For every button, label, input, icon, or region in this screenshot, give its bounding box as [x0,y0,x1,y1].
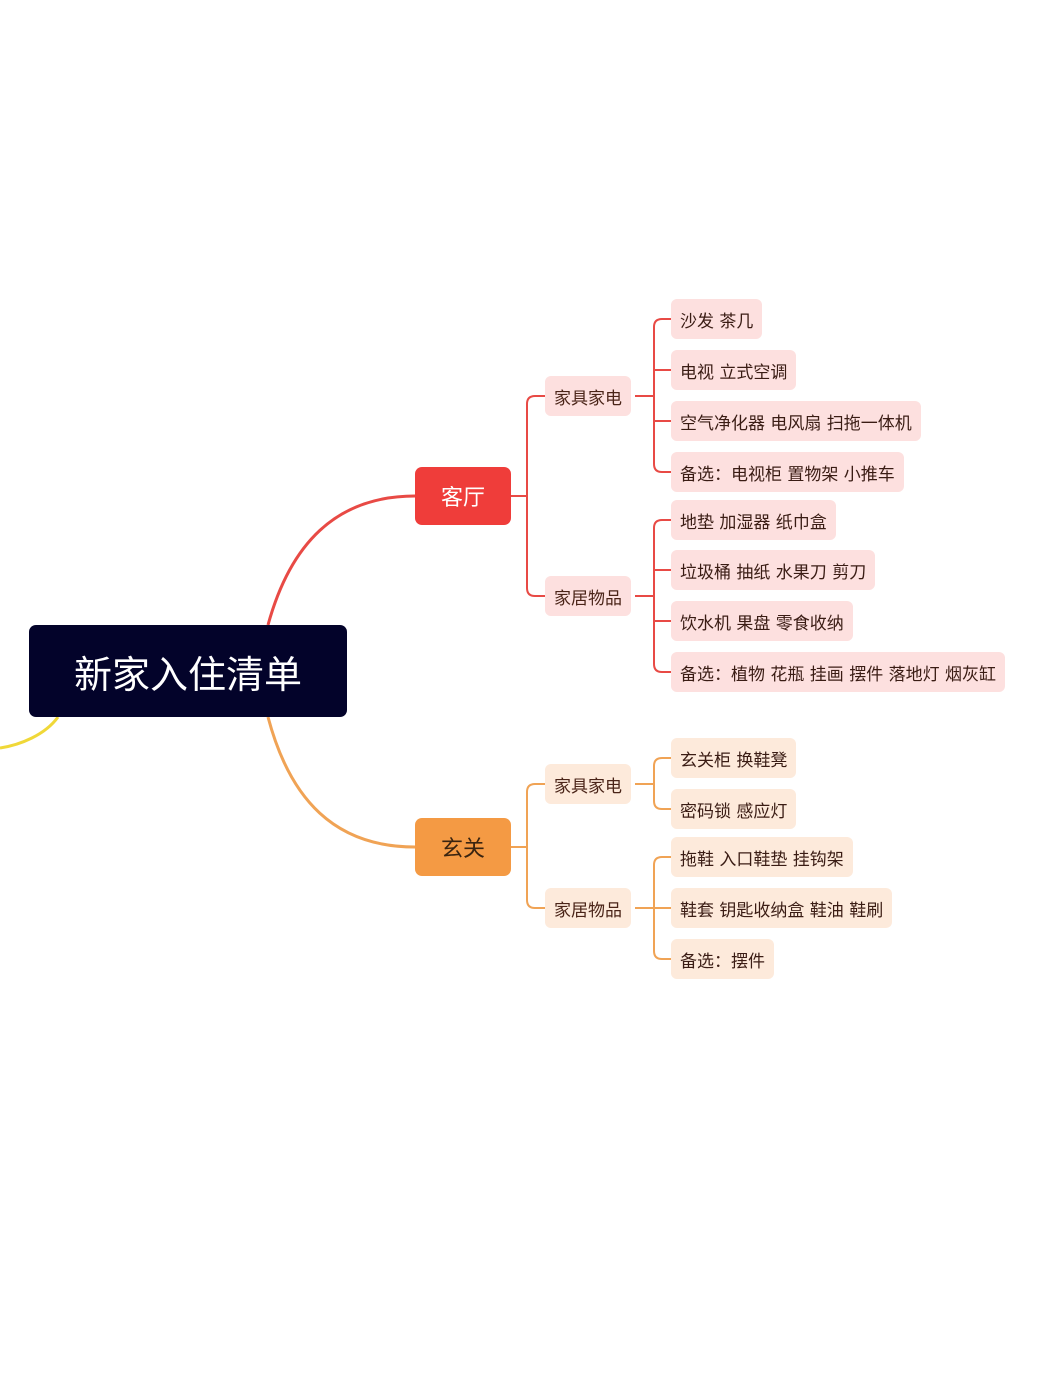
topic-entryway[interactable]: 玄关 [415,818,511,876]
leaf-living-furniture-1[interactable]: 沙发 茶几 [671,299,763,339]
connector-entry-furniture-items [635,757,671,810]
root-topic[interactable]: 新家入住清单 [29,625,347,717]
subtopic-living-household[interactable]: 家居物品 [545,576,631,616]
connector-offscreen-branch [0,716,60,750]
leaf-entry-furniture-2[interactable]: 密码锁 感应灯 [671,789,797,829]
leaf-entry-household-2[interactable]: 鞋套 钥匙收纳盒 鞋油 鞋刷 [671,888,893,928]
connector-root-entry [266,716,416,849]
connector-living-furniture-items [635,318,671,473]
connector-living-household-items [635,519,671,673]
connector-root-living [266,494,416,626]
leaf-living-household-4[interactable]: 备选：植物 花瓶 挂画 摆件 落地灯 烟灰缸 [671,652,1006,692]
leaf-living-furniture-3[interactable]: 空气净化器 电风扇 扫拖一体机 [671,401,921,441]
leaf-living-furniture-4[interactable]: 备选：电视柜 置物架 小推车 [671,452,904,492]
leaf-entry-household-3[interactable]: 备选：摆件 [671,939,774,979]
leaf-living-furniture-2[interactable]: 电视 立式空调 [671,350,797,390]
leaf-entry-furniture-1[interactable]: 玄关柜 换鞋凳 [671,738,797,778]
connector-entry-groups [510,783,545,909]
connector-entry-household-items [635,856,671,960]
leaf-living-household-3[interactable]: 饮水机 果盘 零食收纳 [671,601,853,641]
subtopic-entry-household[interactable]: 家居物品 [545,888,631,928]
subtopic-living-furniture[interactable]: 家具家电 [545,376,631,416]
leaf-living-household-2[interactable]: 垃圾桶 抽纸 水果刀 剪刀 [671,550,876,590]
leaf-living-household-1[interactable]: 地垫 加湿器 纸巾盒 [671,500,836,540]
topic-living-room[interactable]: 客厅 [415,467,511,525]
subtopic-entry-furniture[interactable]: 家具家电 [545,764,631,804]
connector-living-groups [510,395,545,597]
leaf-entry-household-1[interactable]: 拖鞋 入口鞋垫 挂钩架 [671,837,853,877]
